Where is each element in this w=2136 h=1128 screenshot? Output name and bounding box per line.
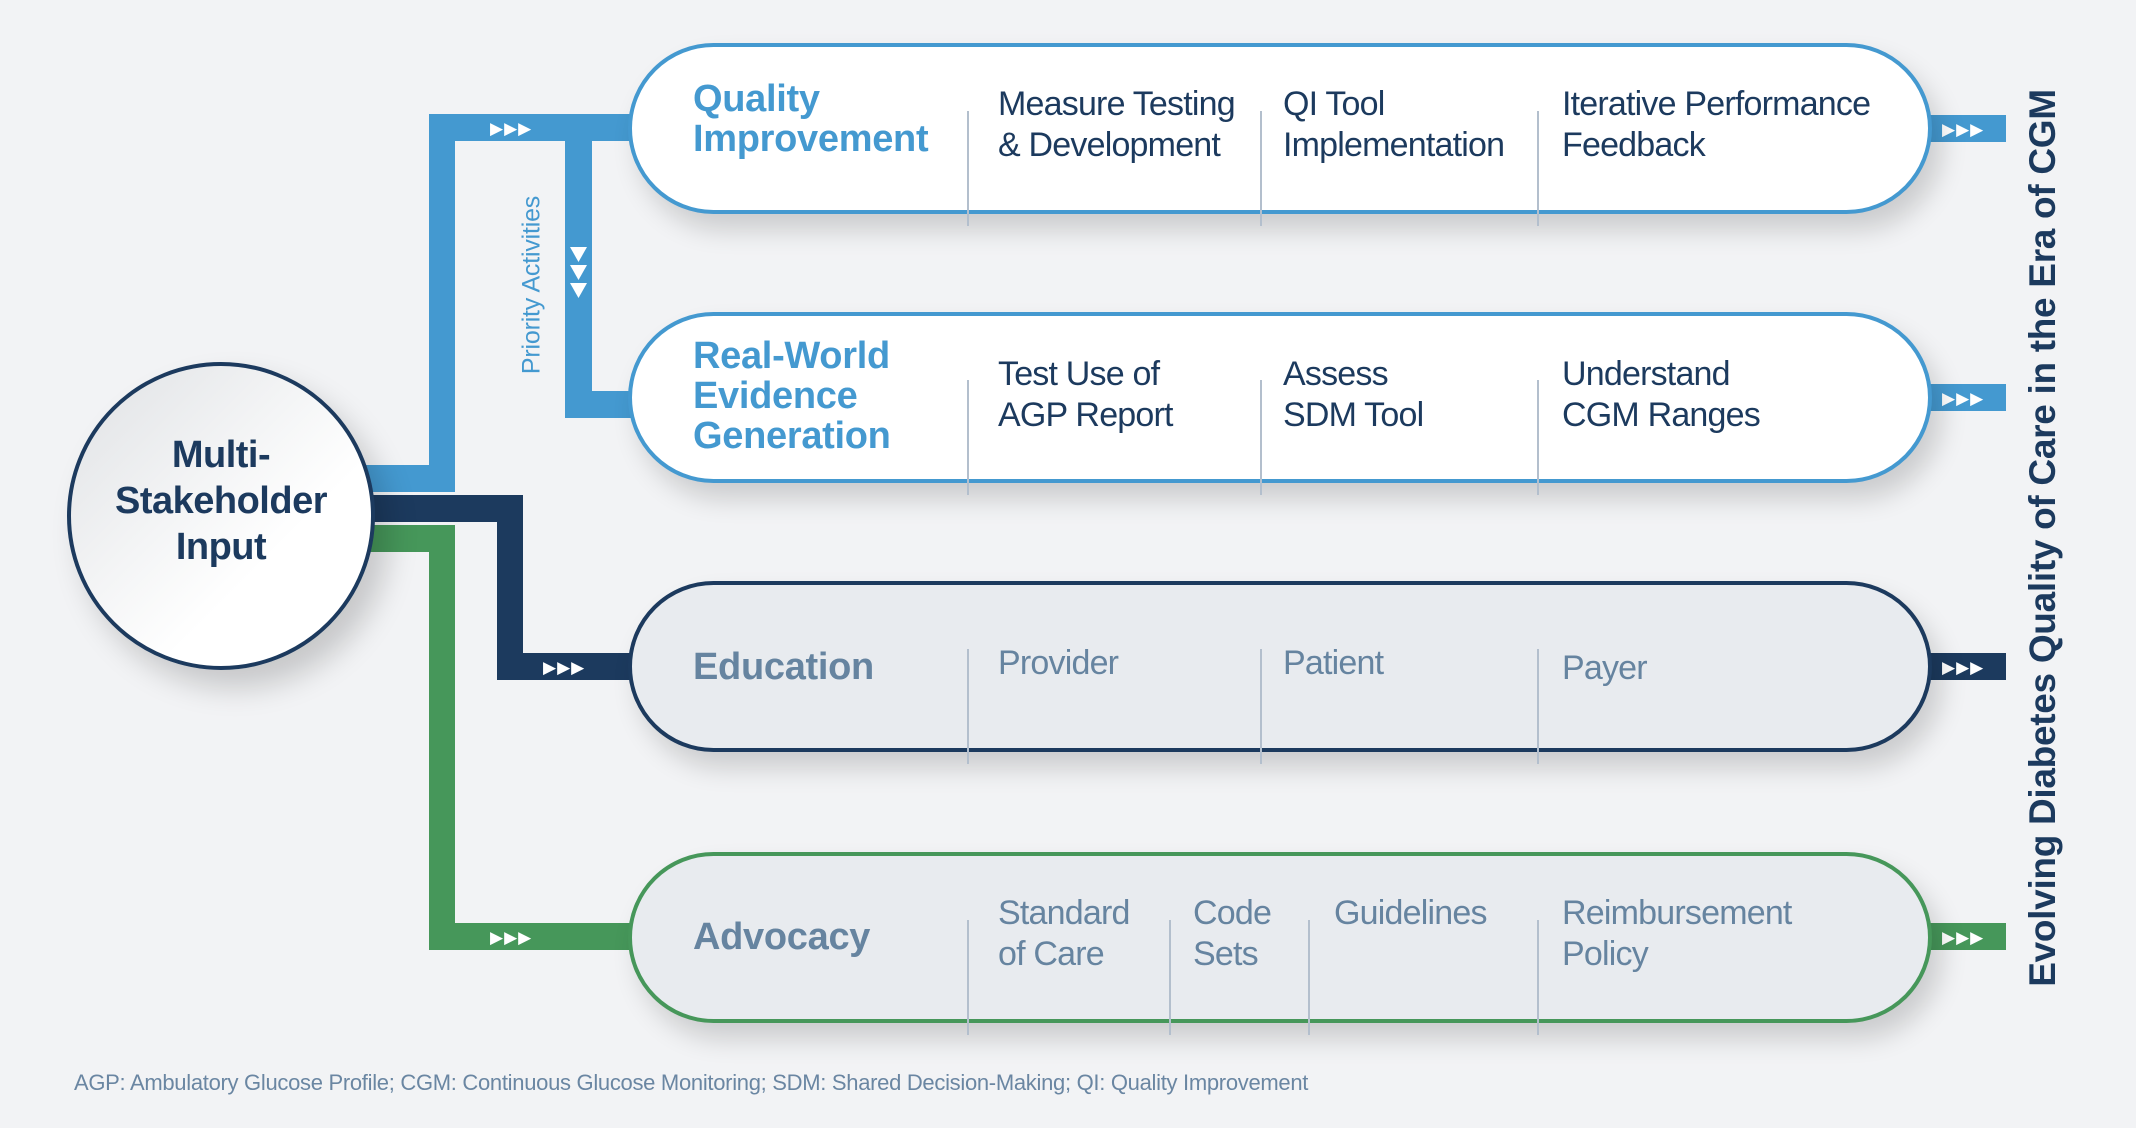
activity-line: Patient	[1283, 644, 1384, 682]
activity-line: Iterative Performance	[1562, 85, 1871, 123]
activity-line: Policy	[1562, 935, 1649, 973]
activity-line: SDM Tool	[1283, 396, 1424, 434]
row-title-line: Advocacy	[693, 916, 871, 958]
activity-line: QI Tool	[1283, 85, 1385, 123]
multi-stakeholder-input-node: Multi- Stakeholder Input	[67, 362, 375, 670]
divider	[1537, 920, 1539, 1035]
arrow-right-icon: ▶▶▶	[543, 658, 585, 678]
row-title-line: Evidence	[693, 375, 858, 417]
divider	[1537, 111, 1539, 226]
activity-line: Standard	[998, 894, 1130, 932]
row-title-line: Real-World	[693, 335, 890, 377]
activity-item: Understand CGM Ranges	[1562, 354, 1761, 436]
arrow-right-icon: ▶▶▶	[1942, 928, 1984, 948]
hub-label-line: Input	[175, 526, 267, 568]
divider	[1260, 649, 1262, 764]
row-real-world-evidence: Real-World Evidence Generation Test Use …	[628, 312, 1932, 495]
arrow-right-icon: ▶▶▶	[490, 928, 532, 948]
activity-item: Provider	[998, 643, 1119, 684]
row-education: Education Provider Patient Payer	[628, 581, 1932, 764]
activity-line: Measure Testing	[998, 85, 1236, 123]
activity-line: Assess	[1283, 355, 1389, 393]
activity-item: Standard of Care	[998, 893, 1130, 975]
row-title: Quality Improvement	[693, 78, 929, 160]
activity-item: Assess SDM Tool	[1283, 354, 1424, 436]
divider	[967, 649, 969, 764]
priority-activities-label: Priority Activities	[517, 195, 546, 375]
connector-advocacy	[360, 525, 2006, 950]
activity-line: of Care	[998, 935, 1105, 973]
arrow-down-icon	[570, 283, 587, 298]
connector-education	[360, 495, 2006, 680]
arrow-down-icon	[570, 247, 587, 262]
divider	[967, 380, 969, 495]
activity-item: Patient	[1283, 643, 1384, 684]
activity-line: Reimbursement	[1562, 894, 1792, 932]
arrow-right-icon: ▶▶▶	[1942, 658, 1984, 678]
activity-item: Reimbursement Policy	[1562, 893, 1792, 975]
divider	[1169, 920, 1171, 1035]
row-advocacy: Advocacy Standard of Care Code Sets Guid…	[628, 852, 1932, 1035]
hub-label: Multi- Stakeholder Input	[114, 432, 328, 570]
activity-line: Payer	[1562, 649, 1648, 687]
divider	[967, 111, 969, 226]
activity-line: Implementation	[1283, 126, 1505, 164]
row-title-line: Education	[693, 646, 874, 688]
row-title: Education	[693, 647, 874, 687]
arrow-down-icon	[570, 265, 587, 280]
row-title-line: Quality	[693, 78, 820, 120]
activity-line: CGM Ranges	[1562, 396, 1761, 434]
activity-line: Provider	[998, 644, 1119, 682]
activity-item: Iterative Performance Feedback	[1562, 84, 1871, 166]
divider	[1308, 920, 1310, 1035]
connector-quality-improvement	[360, 114, 2006, 492]
activity-item: Payer	[1562, 648, 1648, 689]
hub-label-line: Multi-	[171, 434, 271, 476]
row-title-line: Improvement	[693, 118, 929, 160]
divider	[1537, 649, 1539, 764]
activity-item: Code Sets	[1193, 893, 1272, 975]
hub-label-line: Stakeholder	[114, 480, 328, 522]
footnote: AGP: Ambulatory Glucose Profile; CGM: Co…	[74, 1070, 1309, 1095]
activity-line: Code	[1193, 894, 1272, 932]
activity-line: Test Use of	[998, 355, 1160, 393]
divider	[1260, 380, 1262, 495]
arrow-right-icon: ▶▶▶	[1942, 389, 1984, 409]
activity-item: Test Use of AGP Report	[998, 354, 1173, 436]
activity-item: Guidelines	[1334, 893, 1487, 934]
row-title: Advocacy	[693, 917, 870, 957]
activity-line: Understand	[1562, 355, 1731, 393]
activity-line: Guidelines	[1334, 894, 1487, 932]
activity-line: & Development	[998, 126, 1221, 164]
divider	[1260, 111, 1262, 226]
divider	[1537, 380, 1539, 495]
arrow-right-icon: ▶▶▶	[1942, 120, 1984, 140]
activity-line: Feedback	[1562, 126, 1706, 164]
divider	[967, 920, 969, 1035]
row-title: Real-World Evidence Generation	[693, 336, 891, 456]
activity-line: Sets	[1193, 935, 1259, 973]
row-title-line: Generation	[693, 415, 891, 457]
row-quality-improvement: Quality Improvement Measure Testing & De…	[628, 43, 1932, 226]
activity-item: Measure Testing & Development	[998, 84, 1236, 166]
activity-item: QI Tool Implementation	[1283, 84, 1505, 166]
arrow-right-icon: ▶▶▶	[490, 119, 532, 139]
diagram-title: Evolving Diabetes Quality of Care in the…	[2022, 89, 2063, 987]
activity-line: AGP Report	[998, 396, 1173, 434]
